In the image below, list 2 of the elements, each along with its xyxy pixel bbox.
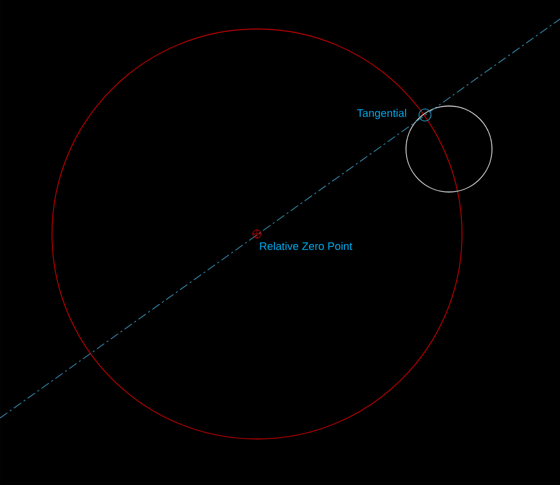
text-label: Relative Zero Point [260,242,352,250]
text-label: Tangential [357,108,406,120]
